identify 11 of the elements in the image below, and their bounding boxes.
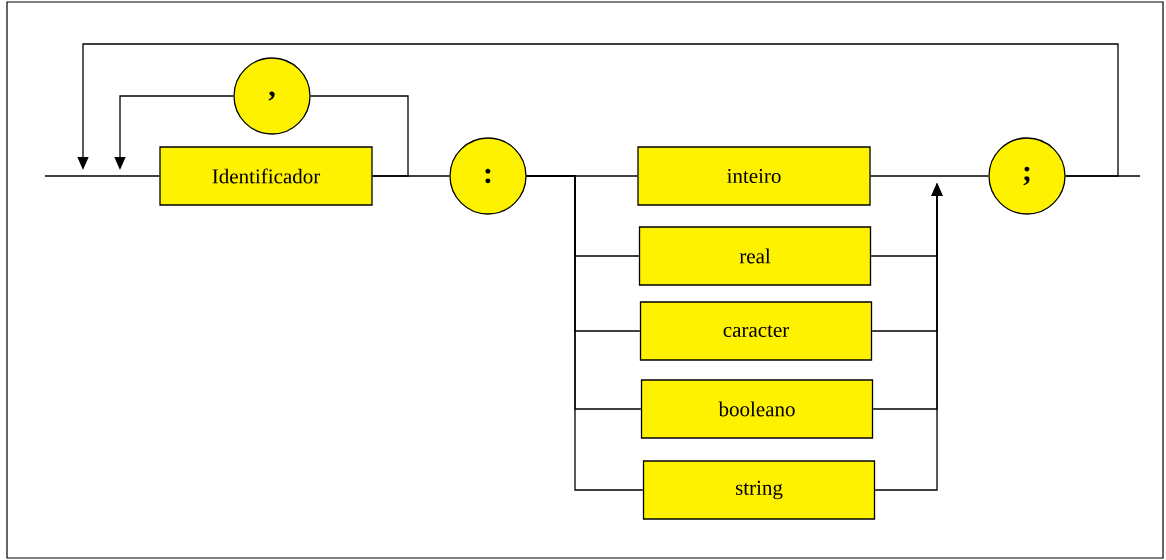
arrow: [77, 43, 1119, 177]
keyword-box: inteiro: [637, 146, 871, 206]
keyword-box: real: [638, 226, 872, 286]
keyword-box: booleano: [640, 379, 874, 439]
connector-line: [310, 95, 409, 177]
keyword-box: caracter: [639, 301, 873, 361]
keyword-box: Identificador: [159, 146, 373, 206]
connector-line: [44, 175, 160, 177]
connector-line: [526, 175, 644, 491]
keyword-box: string: [642, 460, 876, 520]
connector-line: [870, 175, 989, 177]
